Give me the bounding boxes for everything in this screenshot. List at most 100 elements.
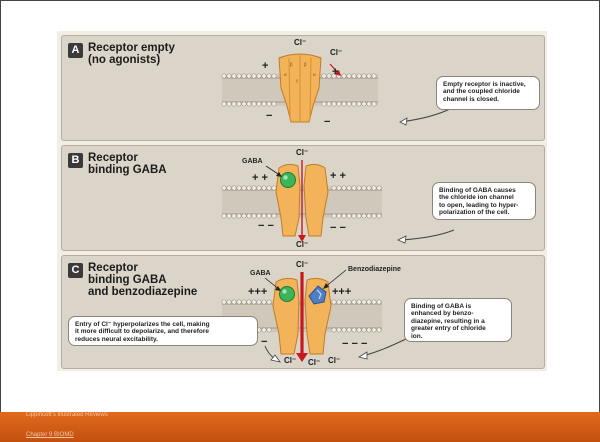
- lipid-head: [247, 214, 251, 218]
- lipid-head: [372, 186, 376, 190]
- svg-text:α: α: [284, 73, 287, 78]
- callout-c-right-arrowhead: [359, 352, 367, 359]
- lipid-head: [237, 186, 241, 190]
- callout-b-arrowhead: [398, 236, 406, 243]
- lipid-head: [337, 300, 341, 304]
- positive-charges-right: + +: [330, 170, 346, 182]
- chloride-ion-top: Cl⁻: [296, 260, 308, 269]
- gaba-highlight: [282, 289, 286, 293]
- lipid-head: [362, 102, 366, 106]
- lipid-head: [247, 300, 251, 304]
- panel-a-letter: A: [68, 43, 83, 58]
- lipid-head: [332, 214, 336, 218]
- lipid-head: [362, 186, 366, 190]
- lipid-head: [237, 300, 241, 304]
- lipid-head: [362, 74, 366, 78]
- callout-a-pointer: [400, 108, 452, 122]
- panel-c-callout-right: Binding of GABA is enhanced by benzo- di…: [404, 298, 512, 342]
- receptor-closed: β β γ α α: [279, 54, 321, 122]
- lipid-head: [252, 300, 256, 304]
- lipid-head: [332, 102, 336, 106]
- lipid-head: [237, 214, 241, 218]
- footer-link[interactable]: Chapter 9 BIOMD: [26, 432, 74, 438]
- lipid-head: [357, 74, 361, 78]
- lipid-head: [222, 74, 226, 78]
- lipid-head: [272, 102, 276, 106]
- lipid-head: [327, 74, 331, 78]
- lipid-head: [227, 186, 231, 190]
- chloride-ion-top: Cl⁻: [296, 148, 308, 157]
- svg-text:α: α: [313, 73, 316, 78]
- lipid-head: [262, 328, 266, 332]
- negative-charges-left: −: [266, 110, 272, 122]
- lipid-head: [347, 102, 351, 106]
- lipid-head: [227, 214, 231, 218]
- lipid-head: [247, 102, 251, 106]
- lipid-head: [377, 186, 381, 190]
- lipid-head: [352, 328, 356, 332]
- panel-b-callout: Binding of GABA causes the chloride ion …: [432, 182, 536, 220]
- panel-a-title: Receptor empty (no agonists): [88, 42, 238, 66]
- lipid-head: [357, 300, 361, 304]
- chloride-ion-top: Cl⁻: [294, 38, 306, 47]
- lipid-head: [377, 300, 381, 304]
- positive-charges-left: +++: [248, 286, 267, 298]
- lipid-head: [252, 74, 256, 78]
- lipid-head: [332, 300, 336, 304]
- lipid-head: [352, 186, 356, 190]
- lipid-head: [222, 102, 226, 106]
- panel-c-callout-left: Entry of Cl⁻ hyperpolarizes the cell, ma…: [68, 316, 258, 346]
- negative-charges-right: −: [324, 116, 330, 128]
- lipid-head: [362, 300, 366, 304]
- positive-charges-right: +: [332, 66, 338, 78]
- lipid-head: [232, 300, 236, 304]
- negative-charges-left: − −: [258, 220, 274, 232]
- positive-charges-left: +: [262, 60, 268, 72]
- lipid-head: [347, 186, 351, 190]
- lipid-head: [227, 102, 231, 106]
- lipid-head: [242, 102, 246, 106]
- panel-c-letter: C: [68, 263, 83, 278]
- lipid-head: [267, 328, 271, 332]
- chloride-ion-bottom: Cl⁻: [296, 240, 308, 249]
- lipid-head: [352, 74, 356, 78]
- lipid-head: [337, 186, 341, 190]
- gaba-label: GABA: [250, 270, 271, 277]
- panel-b-letter: B: [68, 153, 83, 168]
- lipid-head: [242, 300, 246, 304]
- panel-a: β β γ α α A Receptor empty (no agonists)…: [61, 35, 545, 141]
- lipid-head: [372, 300, 376, 304]
- lipid-head: [242, 214, 246, 218]
- lipid-head: [372, 328, 376, 332]
- chloride-ion-bottom-right: Cl⁻: [328, 356, 340, 365]
- lipid-head: [267, 300, 271, 304]
- lipid-head: [342, 328, 346, 332]
- panel-b: B Receptor binding GABA GABA Cl⁻ Cl⁻ + +…: [61, 145, 545, 251]
- lipid-head: [262, 102, 266, 106]
- lipid-head: [377, 328, 381, 332]
- lipid-head: [267, 102, 271, 106]
- lipid-head: [367, 214, 371, 218]
- lipid-head: [252, 214, 256, 218]
- lipid-head: [242, 186, 246, 190]
- callout-c-left-arrowhead: [271, 355, 280, 362]
- lipid-head: [347, 300, 351, 304]
- lipid-head: [342, 74, 346, 78]
- lipid-head: [222, 214, 226, 218]
- lipid-head: [357, 214, 361, 218]
- lipid-head: [367, 328, 371, 332]
- lipid-head: [252, 186, 256, 190]
- footer-source: Lippincott's Illustrated Reviews: [26, 412, 108, 418]
- lipid-head: [352, 300, 356, 304]
- lipid-head: [337, 328, 341, 332]
- lipid-head: [247, 186, 251, 190]
- lipid-head: [322, 74, 326, 78]
- lipid-head: [257, 186, 261, 190]
- lipid-head: [222, 186, 226, 190]
- chloride-ion-bottom-left: Cl⁻: [284, 356, 296, 365]
- lipid-head: [262, 214, 266, 218]
- lipid-head: [272, 74, 276, 78]
- gaba-highlight: [283, 175, 287, 179]
- lipid-head: [342, 214, 346, 218]
